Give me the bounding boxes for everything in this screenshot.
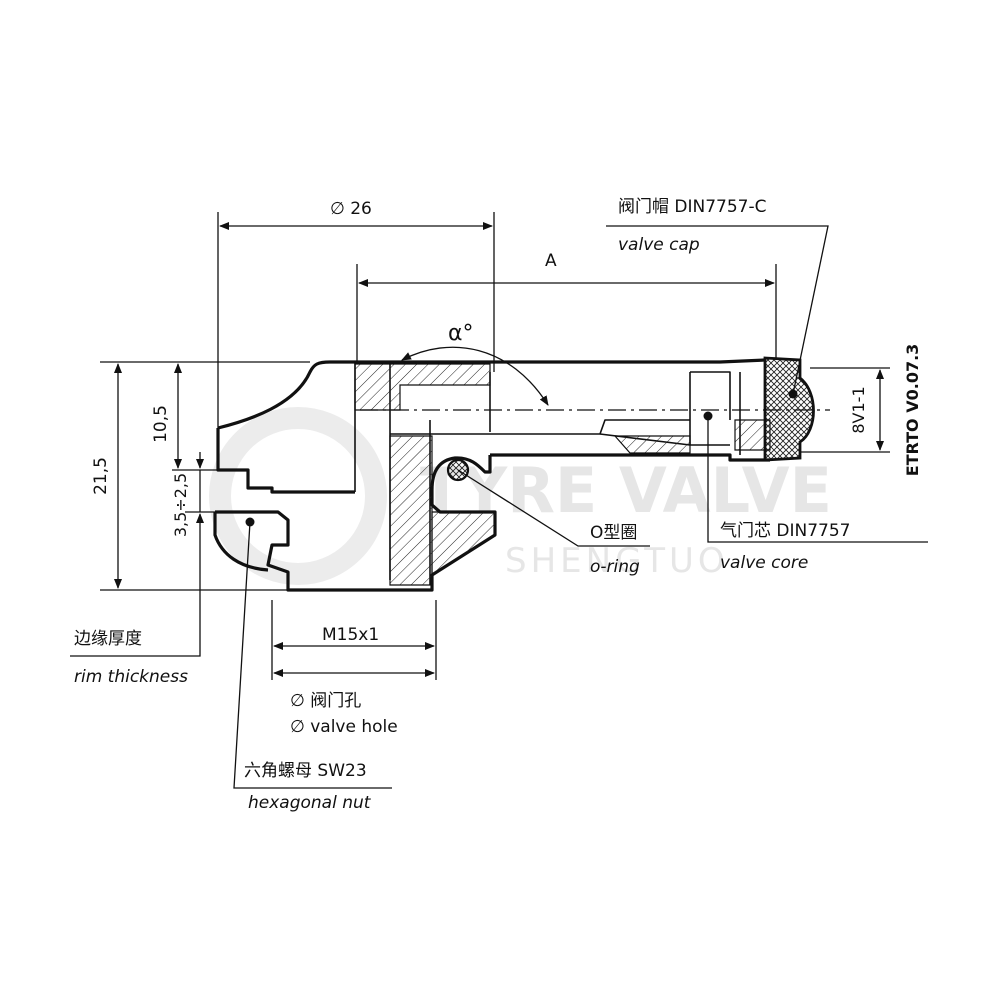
callout-valve-cap-cn: 阀门帽 DIN7757-C: [618, 197, 767, 217]
dim-valve-hole-en: ∅ valve hole: [290, 717, 398, 737]
dim-a: A: [545, 251, 557, 271]
dim-valve-hole-cn: ∅ 阀门孔: [290, 691, 361, 711]
callout-hex-nut-en: hexagonal nut: [248, 793, 372, 813]
callout-rim-thickness-en: rim thickness: [74, 667, 188, 687]
dim-rim-range: 3,5÷2,5: [171, 473, 190, 537]
dim-thread-8v1: 8V1-1: [849, 386, 868, 433]
hatch-stem: [389, 435, 433, 586]
watermark-logo: [209, 407, 387, 585]
callout-valve-core-en: valve core: [720, 553, 808, 573]
dim-diameter-26: ∅ 26: [330, 199, 372, 219]
watermark-sub: SHENGTUO: [505, 541, 729, 581]
dim-height-10-5: 10,5: [151, 405, 171, 443]
dim-alpha: α°: [448, 321, 474, 346]
valve-cap: [763, 356, 815, 462]
dim-height-21-5: 21,5: [91, 457, 111, 495]
callout-hex-nut-cn: 六角螺母 SW23: [244, 761, 367, 781]
hatch-upper-body: [354, 363, 491, 411]
hatch-core-seat: [613, 435, 691, 454]
callout-o-ring-cn: O型圈: [590, 523, 637, 543]
dimension-lines: [100, 212, 890, 680]
dim-m15x1: M15x1: [322, 625, 379, 645]
leader-lines: [70, 225, 928, 789]
callout-o-ring-en: o-ring: [590, 557, 640, 577]
callout-rim-thickness-cn: 边缘厚度: [74, 629, 142, 649]
callout-valve-cap-en: valve cap: [618, 235, 700, 255]
hatch-nut: [431, 511, 496, 577]
dim-etrto: ETRTO V0.07.3: [903, 344, 922, 477]
callout-valve-core-cn: 气门芯 DIN7757: [720, 521, 851, 541]
